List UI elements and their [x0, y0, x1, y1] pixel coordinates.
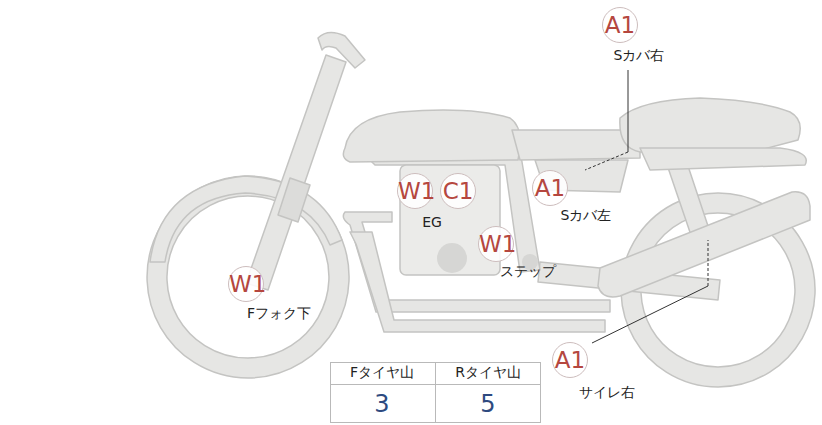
callout-number: A1: [533, 171, 567, 205]
callout-circle: C1: [440, 173, 476, 209]
callout-circle: W1: [397, 173, 433, 209]
callout-number: A1: [553, 343, 587, 377]
callout-number: W1: [229, 267, 263, 301]
table-value: 5: [480, 390, 495, 418]
part-name: Fフォク下: [247, 305, 311, 323]
callout-circle: W1Fフォク下: [228, 266, 264, 302]
callout-circle: W1ステップ: [478, 226, 514, 262]
callout-circle: A1Sカバ左: [532, 170, 568, 206]
part-name: サイレ右: [579, 384, 635, 402]
table-header: Rタイヤ山: [455, 364, 521, 382]
part-name: EG: [422, 214, 442, 230]
part-name: Sカバ左: [561, 207, 612, 225]
callout-number: A1: [603, 8, 637, 42]
part-name: Sカバ右: [614, 47, 665, 65]
tire-table: [331, 363, 541, 423]
callout-number: W1: [398, 174, 432, 208]
callout-circle: A1Sカバ右: [602, 7, 638, 43]
table-header: Fタイヤ山: [350, 364, 414, 382]
callout-number: C1: [441, 174, 475, 208]
callout-circle: A1サイレ右: [552, 342, 588, 378]
callout-number: W1: [479, 227, 513, 261]
part-name: ステップ: [500, 263, 556, 281]
table-value: 3: [374, 390, 389, 418]
